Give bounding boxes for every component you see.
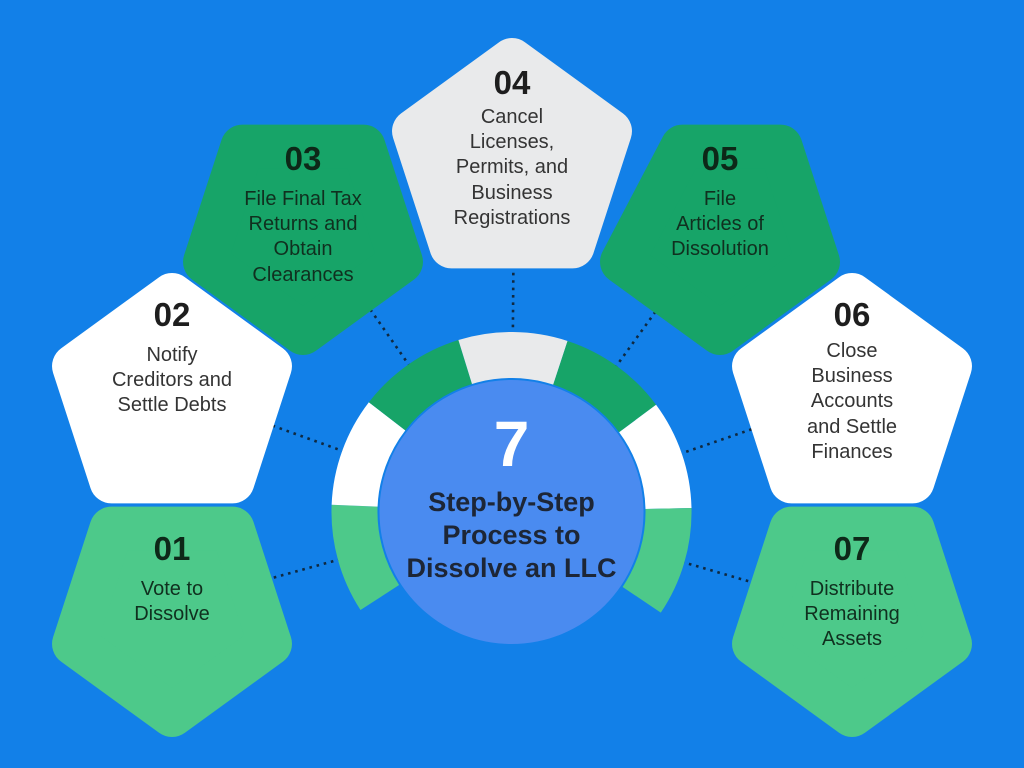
step-03-number: 03 xyxy=(284,140,322,177)
ring-segment-01 xyxy=(331,504,400,611)
step-04-number: 04 xyxy=(493,64,531,101)
progress-ring xyxy=(331,332,692,613)
ring-segment-05 xyxy=(552,340,657,433)
step-07-number: 07 xyxy=(833,530,871,567)
ring-segment-03 xyxy=(368,340,473,431)
pentagon-step-06 xyxy=(732,273,972,504)
ring-segment-04 xyxy=(458,332,568,385)
pentagon-step-03 xyxy=(183,124,423,355)
ring-segment-02 xyxy=(331,402,406,508)
step-06-number: 06 xyxy=(833,296,871,333)
ring-segment-07 xyxy=(622,507,692,613)
step-01-number: 01 xyxy=(153,530,191,567)
pentagon-step-01 xyxy=(52,506,292,737)
center-count: 7 xyxy=(493,408,530,480)
ring-segment-06 xyxy=(618,404,692,510)
pentagon-step-04 xyxy=(392,38,632,269)
pentagon-step-02 xyxy=(52,273,292,504)
pentagon-step-07 xyxy=(732,506,972,737)
center-circle xyxy=(379,380,644,644)
step-02-number: 02 xyxy=(153,296,191,333)
pentagons xyxy=(52,38,972,737)
step-05-number: 05 xyxy=(701,140,739,177)
pentagon-step-05 xyxy=(600,124,840,355)
